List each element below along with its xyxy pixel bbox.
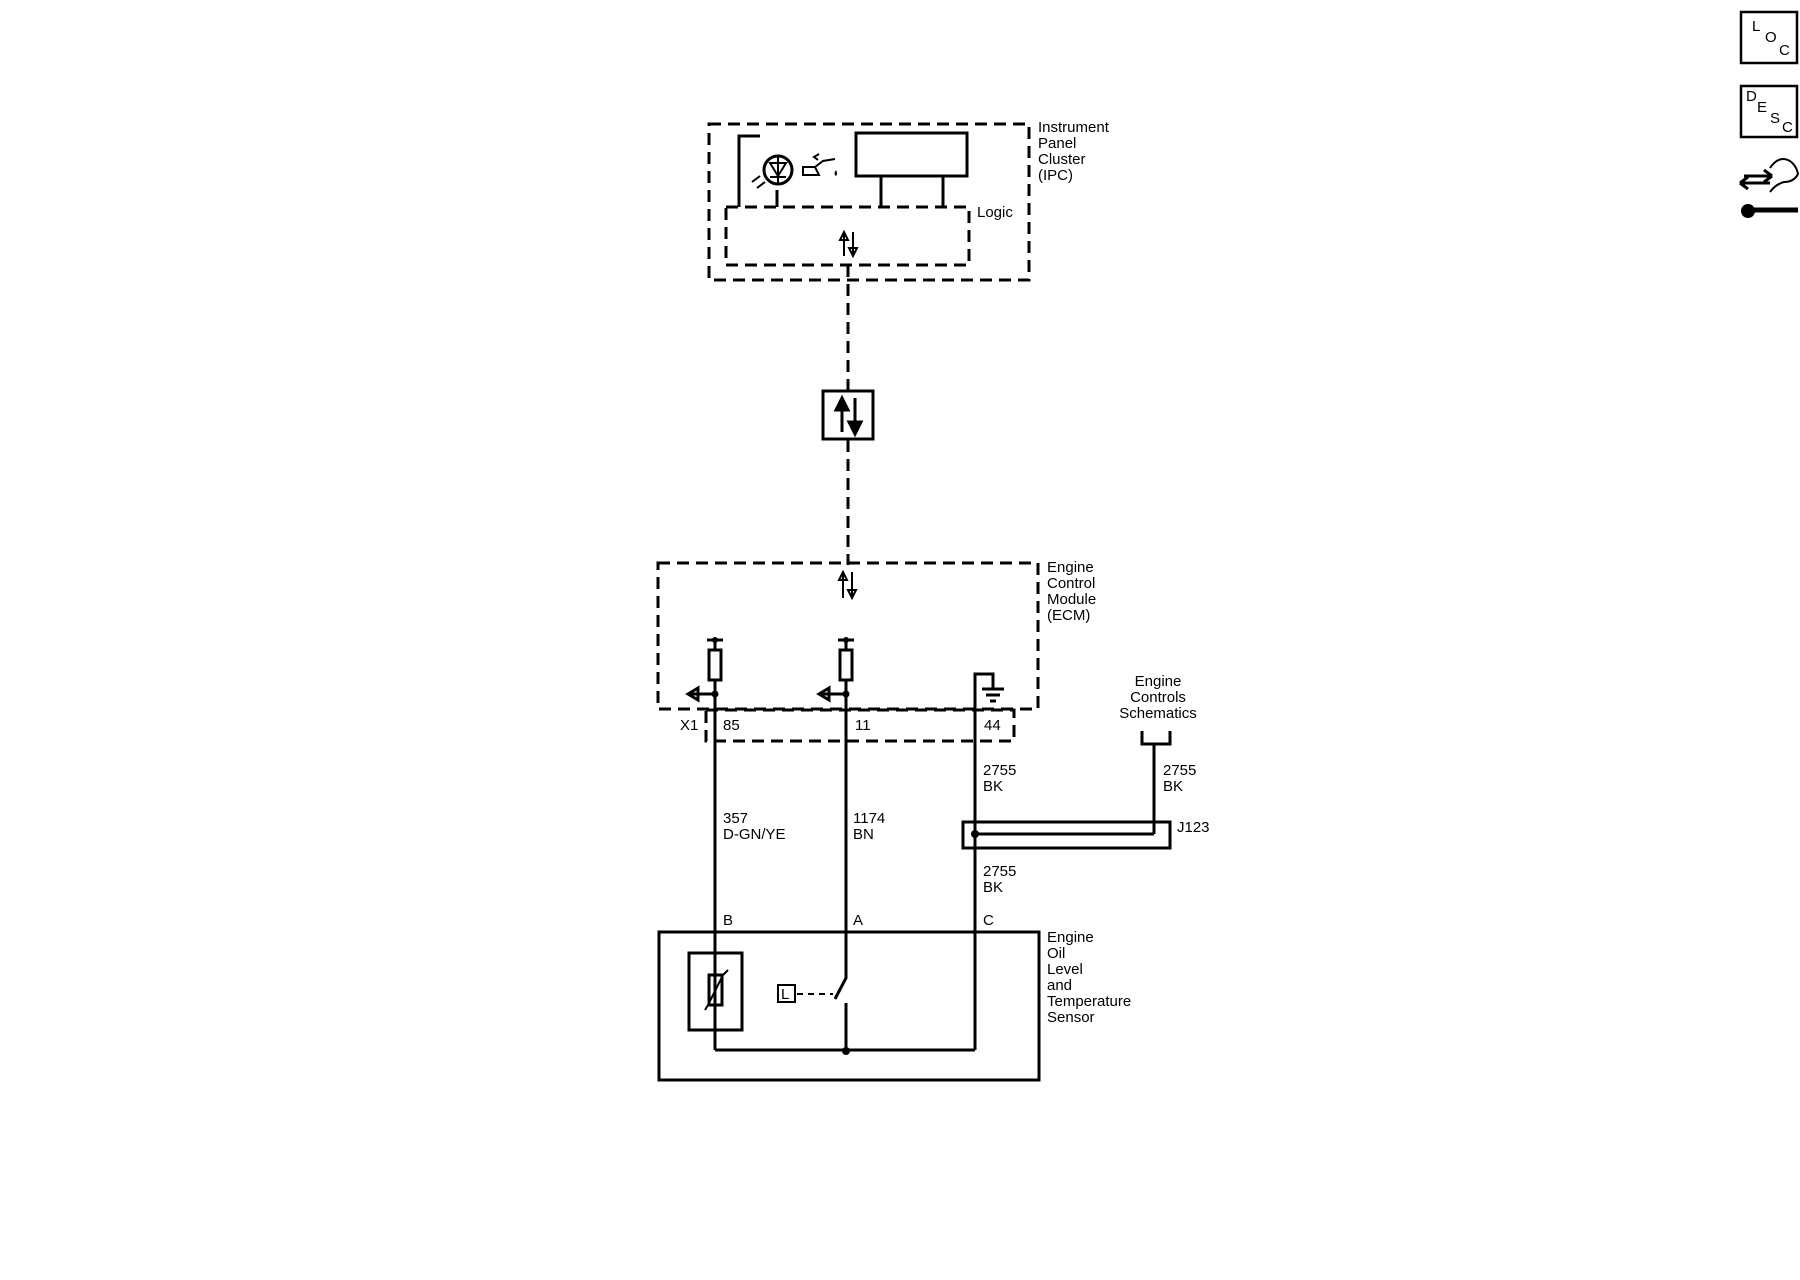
ecm-pin-85: 85 <box>723 717 740 734</box>
splice-pack-frame <box>961 820 1172 850</box>
ipc-name-line-4: (IPC) <box>1038 167 1073 184</box>
circuit-1174-number: 1174 <box>853 810 885 827</box>
circuit-357-number: 357 <box>723 810 748 827</box>
loc-button[interactable]: L O C <box>1739 10 1799 65</box>
ecm-connector-x1 <box>704 708 1016 743</box>
thermistor-icon <box>687 951 744 1032</box>
sensor-pin-c: C <box>983 912 994 929</box>
ecm-name-line-2: Control <box>1047 575 1095 592</box>
circuit-1174-color: BN <box>853 826 874 843</box>
oil-can-icon <box>802 153 837 176</box>
ecm-input-11-icon <box>816 637 854 703</box>
ecm-data-arrows-icon <box>837 569 858 601</box>
splice-label: J123 <box>1177 819 1210 836</box>
circuit-2755-right-color: BK <box>1163 778 1183 795</box>
schematic-ref-bracket-icon <box>1140 731 1172 746</box>
splice-node <box>971 830 979 838</box>
sensor-name-line-1: Engine <box>1047 929 1094 946</box>
sensor-junction-node <box>842 1047 850 1055</box>
ipc-name-line-1: Instrument <box>1038 119 1110 136</box>
loc-letter-1: L <box>1752 18 1760 35</box>
ipc-name-line-2: Panel <box>1038 135 1076 152</box>
connector-repair-icon[interactable] <box>1739 158 1800 218</box>
circuit-2755-bottom-number: 2755 <box>983 863 1016 880</box>
ipc-data-arrows-icon <box>838 229 859 259</box>
desc-button[interactable]: D E S C <box>1739 84 1799 139</box>
wrench-head-icon <box>1741 204 1755 218</box>
splice-j123: J123 <box>961 819 1210 850</box>
serial-data-icon <box>821 389 875 441</box>
loc-letter-3: C <box>1779 42 1790 59</box>
schematic-reference-link[interactable]: Engine Controls Schematics <box>1119 673 1197 746</box>
ipc-display-icon <box>854 131 969 178</box>
ecm-input-85-icon <box>685 637 723 703</box>
desc-letter-1: D <box>1746 88 1757 105</box>
double-arrow-left-icon <box>1739 175 1770 191</box>
ecm-name-line-1: Engine <box>1047 559 1094 576</box>
desc-button-frame <box>1739 84 1799 139</box>
ipc-outline <box>707 122 1031 282</box>
circuit-2755-top-number: 2755 <box>983 762 1016 779</box>
sensor-pin-b: B <box>723 912 733 929</box>
loc-button-frame <box>1739 10 1799 65</box>
ecm-connector-label: X1 <box>680 717 698 734</box>
ecm-pin-44: 44 <box>984 717 1001 734</box>
sensor-name-line-6: Sensor <box>1047 1009 1095 1026</box>
sensor-outline <box>657 930 1041 1082</box>
ipc-logic-block <box>724 205 971 267</box>
ipc-display-leads <box>879 176 945 207</box>
ecm-ground-icon <box>973 672 1004 740</box>
ecm-pin-11: 11 <box>855 717 871 734</box>
ecm-module: Engine Control Module (ECM) X1 85 11 44 <box>656 559 1096 743</box>
level-switch-label: L <box>781 986 789 1003</box>
sensor-name-line-4: and <box>1047 977 1072 994</box>
sensor-name-line-5: Temperature <box>1047 993 1131 1010</box>
schematic-ref-line-2: Controls <box>1130 689 1186 706</box>
sensor-name-line-3: Level <box>1047 961 1083 978</box>
circuit-357-color: D-GN/YE <box>723 826 786 843</box>
ipc-module: Instrument Panel Cluster (IPC) Logic <box>707 119 1110 282</box>
sensor-pin-a: A <box>853 912 863 929</box>
circuit-2755-right-number: 2755 <box>1163 762 1196 779</box>
schematic-ref-line-3: Schematics <box>1119 705 1197 722</box>
sensor-name-line-2: Oil <box>1047 945 1065 962</box>
ecm-outline <box>656 561 1040 711</box>
desc-letter-4: C <box>1782 119 1793 136</box>
oil-warning-lamp-icon <box>751 154 794 189</box>
desc-letter-3: S <box>1770 110 1780 127</box>
desc-letter-2: E <box>1757 99 1767 116</box>
ipc-logic-label: Logic <box>977 204 1013 221</box>
loc-letter-2: O <box>1765 29 1777 46</box>
hand-outline-icon <box>1769 158 1800 193</box>
level-switch-icon: L <box>777 938 848 1051</box>
ipc-lamp-feed <box>737 134 760 207</box>
double-arrow-right-icon <box>1744 168 1773 184</box>
ipc-name-line-3: Cluster <box>1038 151 1086 168</box>
oil-sensor: B A C L Engine Oil Level and Temperature… <box>657 912 1131 1082</box>
circuit-2755-bottom-color: BK <box>983 879 1003 896</box>
ecm-name-line-4: (ECM) <box>1047 607 1090 624</box>
schematic-ref-line-1: Engine <box>1135 673 1182 690</box>
ecm-name-line-3: Module <box>1047 591 1096 608</box>
circuit-2755-top-color: BK <box>983 778 1003 795</box>
